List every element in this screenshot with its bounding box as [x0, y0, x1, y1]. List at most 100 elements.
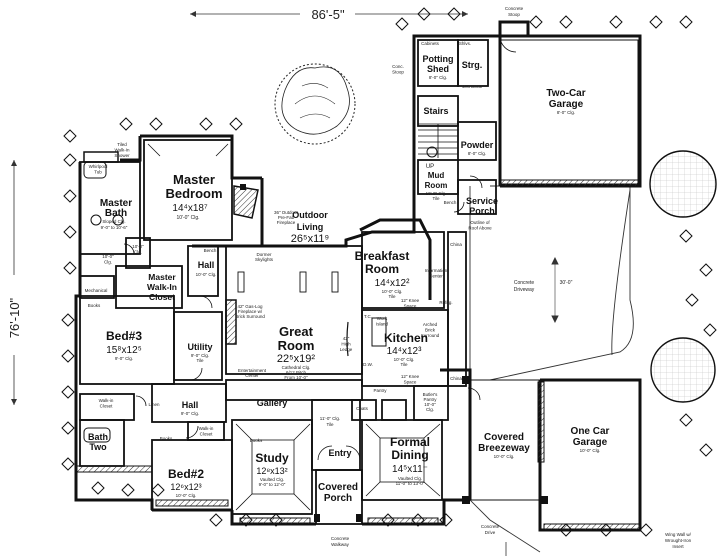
- bed3-dims: 15⁸x12⁵: [106, 345, 142, 356]
- mud-room-ceiling: 10'-0" Clg.: [426, 191, 447, 196]
- study-dims: 12⁸x13²: [256, 466, 287, 476]
- bath-two-name-line1: Bath: [88, 432, 108, 442]
- note-mechanical-top: Mechanical: [462, 84, 482, 89]
- kitchen-ceiling: 10'-0" Clg.: [394, 357, 415, 362]
- breakfast-room-floor: Tile: [388, 294, 396, 299]
- service-porch-name-line2: Porch: [469, 206, 495, 216]
- note-outdoor-fireplace-2: Pre-Fab: [278, 215, 295, 220]
- note-dw: D.W.: [363, 362, 373, 367]
- potting-shed-name-line1: Potting: [423, 54, 454, 64]
- entry-ceiling: 11'-0" Clg.: [320, 416, 340, 421]
- covered-breezeway-name-line1: Covered: [484, 432, 524, 443]
- kitchen-floor: Tile: [400, 362, 408, 367]
- great-room-ceiling-line3: From 10'-0": [284, 375, 308, 380]
- entry-floor: Tile: [326, 422, 334, 427]
- entry-name: Entry: [328, 448, 351, 458]
- shrub-lower-icon: [650, 337, 716, 403]
- master-bedroom-dims: 14⁴x18⁷: [172, 203, 208, 214]
- note-up: UP: [426, 164, 434, 170]
- work-island: [346, 317, 387, 357]
- note-gas-fireplace-2: Fireplace w/: [238, 309, 263, 314]
- study-ceiling-line2: 9'-0" to 12'-0": [259, 482, 286, 487]
- note-china-bottom: China: [450, 376, 462, 381]
- note-mechanical-left: Mechanical: [85, 288, 108, 293]
- covered-breezeway-ceiling: 10'-0" Clg.: [494, 454, 515, 459]
- overall-width-label: 86'-5": [311, 7, 345, 22]
- master-bedroom-name-line2: Bedroom: [165, 186, 222, 201]
- columns: [240, 184, 548, 522]
- bed3-ceiling: 9'-0" Clg.: [115, 356, 133, 361]
- formal-dining-dims: 14⁵x11⁻: [392, 464, 428, 475]
- outdoor-living-dims: 26⁵x11⁹: [291, 233, 329, 245]
- utility-ceiling: 9'-0" Clg.: [191, 353, 209, 358]
- one-car-garage-name-line2: Garage: [573, 437, 608, 448]
- note-butlers-pantry-2: Pantry: [423, 397, 437, 402]
- great-room-dims: 22⁵x19²: [277, 353, 316, 365]
- service-porch-name-line1: Service: [466, 196, 498, 206]
- note-outdoor-fireplace-3: Fireplace: [277, 220, 296, 225]
- note-entertainment-2: Center: [245, 373, 259, 378]
- hall-lower-name: Hall: [182, 400, 199, 410]
- outdoor-living-name-line1: Outdoor: [292, 210, 328, 220]
- study-name: Study: [255, 451, 289, 465]
- breakfast-room-name-line2: Room: [365, 262, 399, 276]
- note-dormer-skylights-1: Dormer: [256, 252, 272, 257]
- overall-depth-dimension: 76'-10": [7, 160, 22, 405]
- master-bedroom-name-line1: Master: [173, 172, 215, 187]
- powder-name: Powder: [461, 140, 494, 150]
- master-bedroom-ceiling: 10'-0" Clg.: [176, 215, 199, 221]
- great-room-name-line2: Room: [278, 338, 315, 353]
- garage-doors: [75, 179, 641, 531]
- one-car-garage-ceiling: 10'-0" Clg.: [580, 448, 601, 453]
- landscaping: [61, 7, 717, 537]
- great-room-ceiling-line2: 6/12 Pitch: [286, 370, 307, 375]
- great-room-name-line1: Great: [279, 324, 314, 339]
- formal-dining-name-line2: Dining: [391, 448, 428, 462]
- bed2-name: Bed#2: [168, 467, 204, 481]
- note-concrete-drive-2: Drive: [485, 530, 496, 535]
- outdoor-living-name-line2: Living: [297, 222, 324, 232]
- study-ceiling-line1: Vaulted Clg.: [260, 477, 284, 482]
- note-butlers-pantry-3: 10'-0": [424, 402, 436, 407]
- note-wing-wall-3: Insert: [672, 544, 684, 549]
- note-gas-fireplace-1: 42" Gas-Log: [237, 304, 263, 309]
- interior-walls: [79, 39, 639, 525]
- bed2-dims: 12⁶x12³: [170, 482, 201, 492]
- note-concrete-drive-1: Concrete: [481, 524, 500, 529]
- gallery-name: Gallery: [257, 398, 288, 408]
- master-walkin-name-line1: Master: [148, 272, 176, 282]
- note-dormer-skylights-2: Skylights: [255, 257, 274, 262]
- two-car-garage-ceiling: 8'-0" Clg.: [557, 110, 575, 115]
- note-concrete-driveway-2: Driveway: [514, 287, 535, 293]
- note-closet-clg-b: 10'-0"Clg.: [132, 244, 144, 255]
- formal-dining-name-line1: Formal: [390, 435, 430, 449]
- note-concrete-walkway-2: Walkway: [331, 542, 350, 547]
- master-walkin-name-line2: Walk-In: [147, 282, 177, 292]
- note-concrete-driveway-1: Concrete: [514, 280, 535, 286]
- note-concrete-stoop-top-line2: Stoop: [508, 12, 520, 17]
- kitchen-name: Kitchen: [384, 331, 428, 345]
- note-bench-label: Bench: [204, 248, 217, 253]
- master-bath-name-line1: Master: [100, 198, 132, 209]
- fireplace-icon: [225, 185, 259, 345]
- great-room-ceiling-line1: Cathedral Clg.: [282, 365, 311, 370]
- potting-shed-name-line2: Shed: [427, 64, 449, 74]
- master-bath-ceiling-line2: 9'-0" to 10'-6": [101, 225, 128, 230]
- note-shelves: Shlvs.: [459, 41, 471, 46]
- covered-breezeway-name-line2: Breezeway: [478, 443, 530, 454]
- bath-two-name-line2: Two: [89, 442, 107, 452]
- note-wing-wall-1: Wing Wall w/: [665, 532, 692, 537]
- note-concrete-walkway-1: Concrete: [331, 536, 350, 541]
- overall-width-dimension: 86'-5": [190, 7, 468, 22]
- stairs-name: Stairs: [423, 106, 448, 116]
- breakfast-room-name-line1: Breakfast: [355, 249, 410, 263]
- note-books-left: Books: [88, 303, 101, 308]
- one-car-garage-name-line1: One Car: [571, 426, 610, 437]
